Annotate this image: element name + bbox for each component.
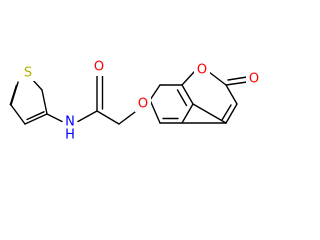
bond (46, 113, 63, 123)
bond (77, 110, 98, 123)
bond (31, 78, 43, 91)
hydrogen-atom-label: H (65, 128, 75, 143)
nitrogen-atom-label: N (65, 115, 75, 130)
atom-labels: S N H O O O O (21, 60, 262, 143)
bond (96, 110, 120, 125)
bond (176, 89, 188, 107)
bond (225, 84, 238, 105)
bond (181, 103, 194, 124)
carbonyl-oxygen-label: O (249, 72, 259, 87)
bond (225, 81, 248, 86)
bond (221, 104, 232, 121)
bond (9, 84, 18, 106)
bond (227, 76, 248, 81)
lactone-ring (181, 71, 248, 124)
bond (26, 111, 45, 121)
bond (118, 111, 136, 125)
structure-canvas: S N H O O O O (9, 59, 262, 143)
ring-oxygen-label: O (197, 63, 207, 78)
bond (149, 84, 161, 101)
bond (181, 84, 194, 105)
bond (192, 103, 227, 124)
bond (41, 89, 48, 115)
amide-oxygen-label: O (94, 60, 104, 75)
amide-linker (46, 73, 136, 125)
bond (225, 103, 238, 124)
thiophene-ring (9, 78, 48, 125)
bond (208, 71, 227, 86)
sulfur-atom-label: S (24, 66, 32, 81)
ether-oxygen-label: O (138, 97, 148, 112)
bond (10, 104, 26, 125)
bond (24, 113, 48, 125)
molecule-drawing: S N H O O O O (9, 59, 262, 143)
benzene-ring (149, 84, 194, 124)
bond (149, 99, 161, 124)
bond (181, 71, 195, 86)
